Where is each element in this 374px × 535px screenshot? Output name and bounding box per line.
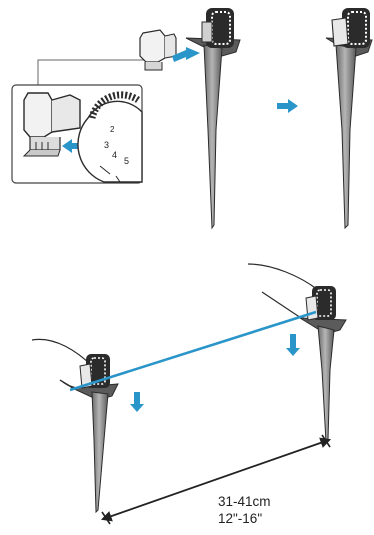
- svg-text:4: 4: [112, 150, 117, 160]
- push-down-arrow-right-icon: [286, 334, 300, 356]
- svg-text:5: 5: [124, 156, 129, 166]
- step-install-stakes: [32, 264, 346, 524]
- callout-connector: [38, 60, 149, 85]
- next-step-arrow-icon: [277, 99, 298, 113]
- spacing-dimension-line: [106, 441, 326, 518]
- stake-with-dial-icon: [186, 8, 240, 228]
- clip-part-icon: [140, 30, 176, 70]
- spacing-measurement-label: 31-41cm 12"-16": [218, 493, 271, 527]
- light-strand-line: [70, 312, 316, 390]
- measurement-imperial: 12"-16": [218, 510, 271, 527]
- stake-assembled-icon: [326, 8, 372, 228]
- measurement-metric: 31-41cm: [218, 493, 271, 510]
- push-down-arrow-left-icon: [130, 392, 144, 412]
- svg-text:2: 2: [110, 125, 115, 134]
- svg-text:3: 3: [104, 140, 109, 150]
- right-stake-icon: [300, 286, 346, 442]
- step-attach-clip: 3 4 5 2: [12, 8, 240, 228]
